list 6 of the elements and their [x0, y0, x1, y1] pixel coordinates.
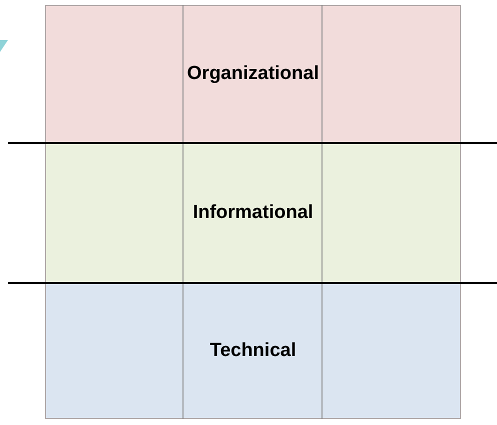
layer-band: [45, 143, 461, 283]
layer-band: [45, 283, 461, 419]
layer-label: Informational: [192, 200, 314, 225]
layer-label: Organizational: [187, 62, 319, 86]
layer-band: [45, 5, 461, 143]
layer-label: Technical: [210, 338, 296, 363]
